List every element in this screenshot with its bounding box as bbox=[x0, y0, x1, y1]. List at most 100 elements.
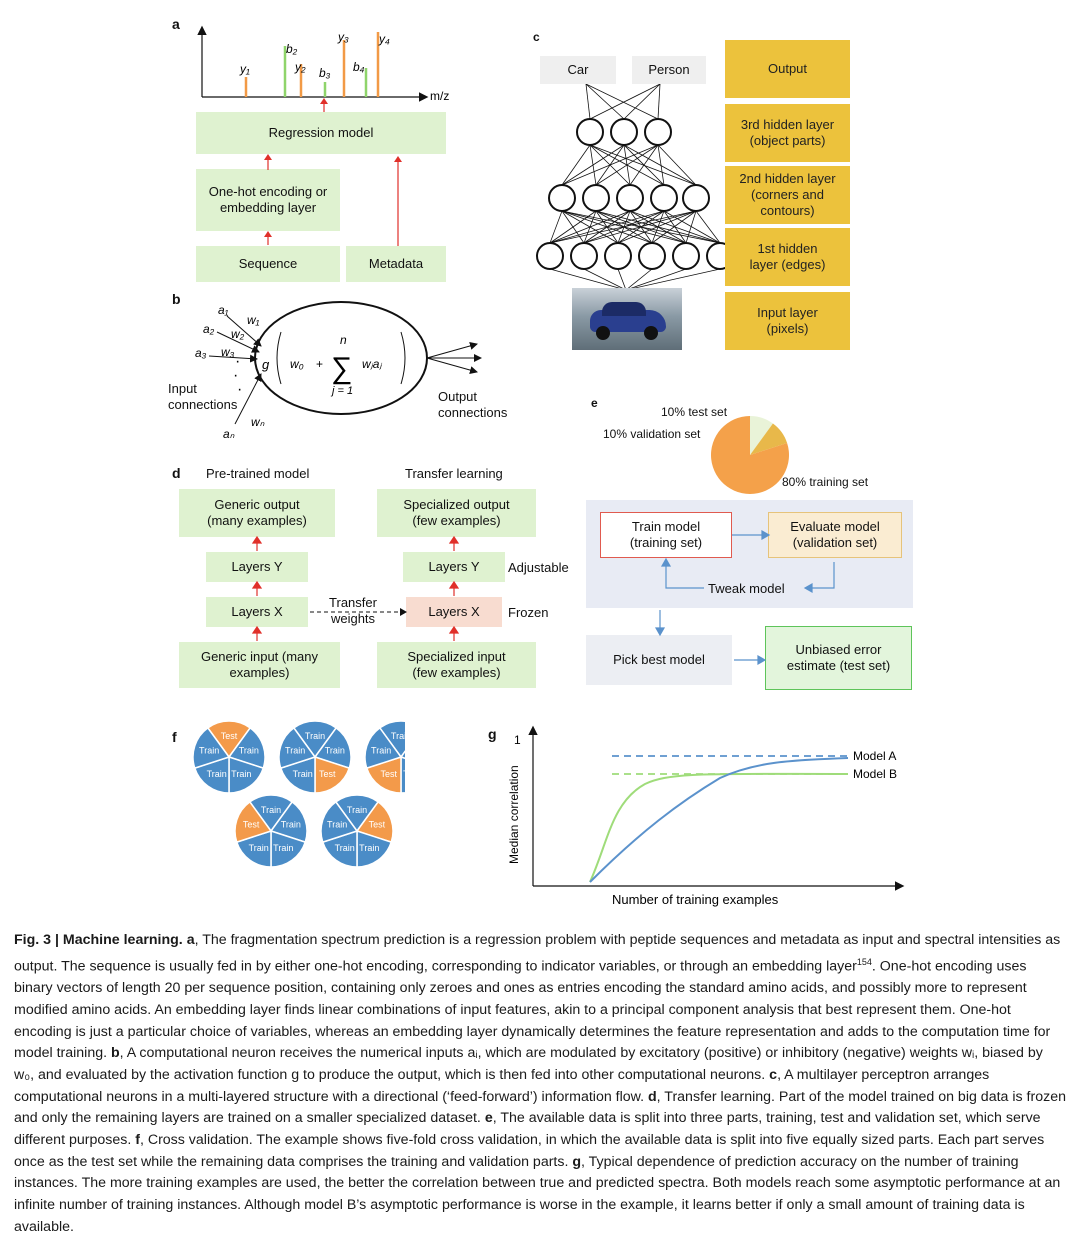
cross-validation-folds: TestTrainTrainTrainTrainTrainTrainTestTr… bbox=[192, 720, 405, 868]
neuron-node bbox=[638, 242, 666, 270]
neuron-diagram: ··· a₁ a₂ a₃ aₙ w₁ w₂ w₃ wₙ g w₀ + n ∑ j… bbox=[195, 301, 482, 441]
output-car: Car bbox=[540, 56, 616, 84]
train-fold bbox=[320, 800, 359, 844]
peak-label: y₃ bbox=[337, 30, 349, 44]
train-fold bbox=[270, 829, 307, 868]
train-fold bbox=[278, 726, 317, 770]
neuron-node bbox=[644, 118, 672, 146]
perceptron-network bbox=[536, 84, 730, 290]
svg-text:w₀: w₀ bbox=[290, 357, 304, 371]
train-fold bbox=[248, 794, 294, 833]
specialized-output-box: Specialized output (few examples) bbox=[377, 489, 536, 537]
peak-label: b₄ bbox=[353, 60, 365, 74]
pie-label-test: 10% test set bbox=[661, 405, 728, 419]
fold-label: Train bbox=[273, 843, 293, 853]
peak-label: b₃ bbox=[319, 66, 331, 80]
fold-label: Train bbox=[249, 843, 269, 853]
layer-hidden-1: 1st hidden layer (edges) bbox=[725, 228, 850, 286]
caption-title: Fig. 3 | Machine learning. bbox=[14, 932, 183, 948]
test-fold bbox=[355, 800, 394, 844]
svg-text:a₃: a₃ bbox=[195, 346, 207, 360]
svg-text:w₃: w₃ bbox=[221, 345, 235, 359]
neuron-node bbox=[672, 242, 700, 270]
fold-label: Train bbox=[261, 805, 281, 815]
caption-g-label: g bbox=[572, 1153, 582, 1170]
panel-e-arrows bbox=[654, 529, 835, 666]
neuron-node bbox=[582, 184, 610, 212]
fold-label: Train bbox=[285, 746, 305, 756]
svg-text:·: · bbox=[237, 381, 242, 398]
neuron-node bbox=[616, 184, 644, 212]
train-fold bbox=[192, 726, 231, 770]
caption-c-text: , A multilayer perceptron arranges compu… bbox=[14, 1066, 990, 1105]
caption-b-text: , A computational neuron receives the nu… bbox=[14, 1045, 1043, 1083]
panel-d-arrows bbox=[251, 535, 460, 641]
neuron-node bbox=[650, 184, 678, 212]
layer-hidden-3: 3rd hidden layer (object parts) bbox=[725, 104, 850, 162]
neuron-node bbox=[604, 242, 632, 270]
frozen-label: Frozen bbox=[508, 605, 549, 620]
neuron-node bbox=[706, 242, 730, 270]
train-fold bbox=[334, 794, 380, 833]
svg-text:a₁: a₁ bbox=[218, 303, 229, 317]
fold-label: Train bbox=[325, 746, 345, 756]
model-a-curve bbox=[589, 757, 849, 883]
learning-curve-chart: 1 Median correlation Number of training … bbox=[507, 725, 905, 907]
caption-f-label: f bbox=[135, 1132, 140, 1149]
svg-text:a₂: a₂ bbox=[203, 322, 215, 336]
neuron-node bbox=[548, 184, 576, 212]
model-b-curve bbox=[589, 772, 849, 883]
layers-y-right: Layers Y bbox=[403, 552, 505, 582]
peak-label: y₄ bbox=[378, 32, 390, 46]
model-a-label: Model A bbox=[853, 749, 896, 763]
svg-text:w₁: w₁ bbox=[247, 313, 260, 327]
fold-label: Train bbox=[207, 769, 227, 779]
pie-label-training: 80% training set bbox=[782, 475, 869, 489]
test-fold bbox=[314, 755, 351, 794]
pie-slice bbox=[711, 416, 789, 494]
fold-label: Train bbox=[359, 843, 379, 853]
output-connections-label: Output connections bbox=[438, 389, 508, 420]
caption-a-text: , The fragmentation spectrum prediction … bbox=[14, 932, 1061, 975]
caption-d-label: d bbox=[648, 1088, 657, 1105]
panel-c-label: c bbox=[533, 30, 540, 44]
unbiased-error-box: Unbiased error estimate (test set) bbox=[765, 626, 912, 690]
metadata-box: Metadata bbox=[346, 246, 446, 282]
layer-input: Input layer (pixels) bbox=[725, 292, 850, 350]
svg-text:∑: ∑ bbox=[331, 352, 352, 385]
transfer-weights-label: Transfer weights bbox=[329, 595, 377, 626]
neuron-node bbox=[536, 242, 564, 270]
panel-e-label: e bbox=[591, 396, 598, 410]
layers-y-left: Layers Y bbox=[206, 552, 308, 582]
mz-axis-label: m/z bbox=[430, 89, 449, 103]
pretrained-title: Pre-trained model bbox=[206, 466, 310, 481]
train-fold bbox=[356, 829, 393, 868]
layer-output: Output bbox=[725, 40, 850, 98]
generic-output-box: Generic output (many examples) bbox=[179, 489, 335, 537]
layers-x-frozen: Layers X bbox=[406, 597, 502, 627]
panel-b-label: b bbox=[172, 291, 181, 307]
caption-d-text: , Transfer learning. Part of the model t… bbox=[14, 1088, 1066, 1127]
svg-text:wⱼaⱼ: wⱼaⱼ bbox=[362, 357, 382, 371]
car-photo bbox=[572, 288, 682, 350]
fold-label: Test bbox=[319, 769, 336, 779]
x-axis-label: Number of training examples bbox=[612, 892, 779, 907]
svg-text:w₂: w₂ bbox=[231, 327, 245, 341]
layers-x-left: Layers X bbox=[206, 597, 308, 627]
fold-label: Train bbox=[403, 769, 405, 779]
y-axis-label: Median correlation bbox=[507, 765, 521, 864]
peak-label: y₁ bbox=[239, 62, 250, 76]
caption-c-label: c bbox=[769, 1066, 778, 1083]
train-fold bbox=[292, 720, 338, 759]
caption-a-label: a bbox=[186, 932, 195, 948]
panel-f-label: f bbox=[172, 729, 177, 745]
svg-text:n: n bbox=[340, 333, 347, 347]
fold-label: Train bbox=[231, 769, 251, 779]
train-fold bbox=[378, 720, 405, 759]
specialized-input-box: Specialized input (few examples) bbox=[377, 642, 536, 688]
svg-text:·: · bbox=[233, 367, 238, 384]
neuron-node bbox=[576, 118, 604, 146]
input-connections-label: Input connections bbox=[168, 381, 238, 412]
